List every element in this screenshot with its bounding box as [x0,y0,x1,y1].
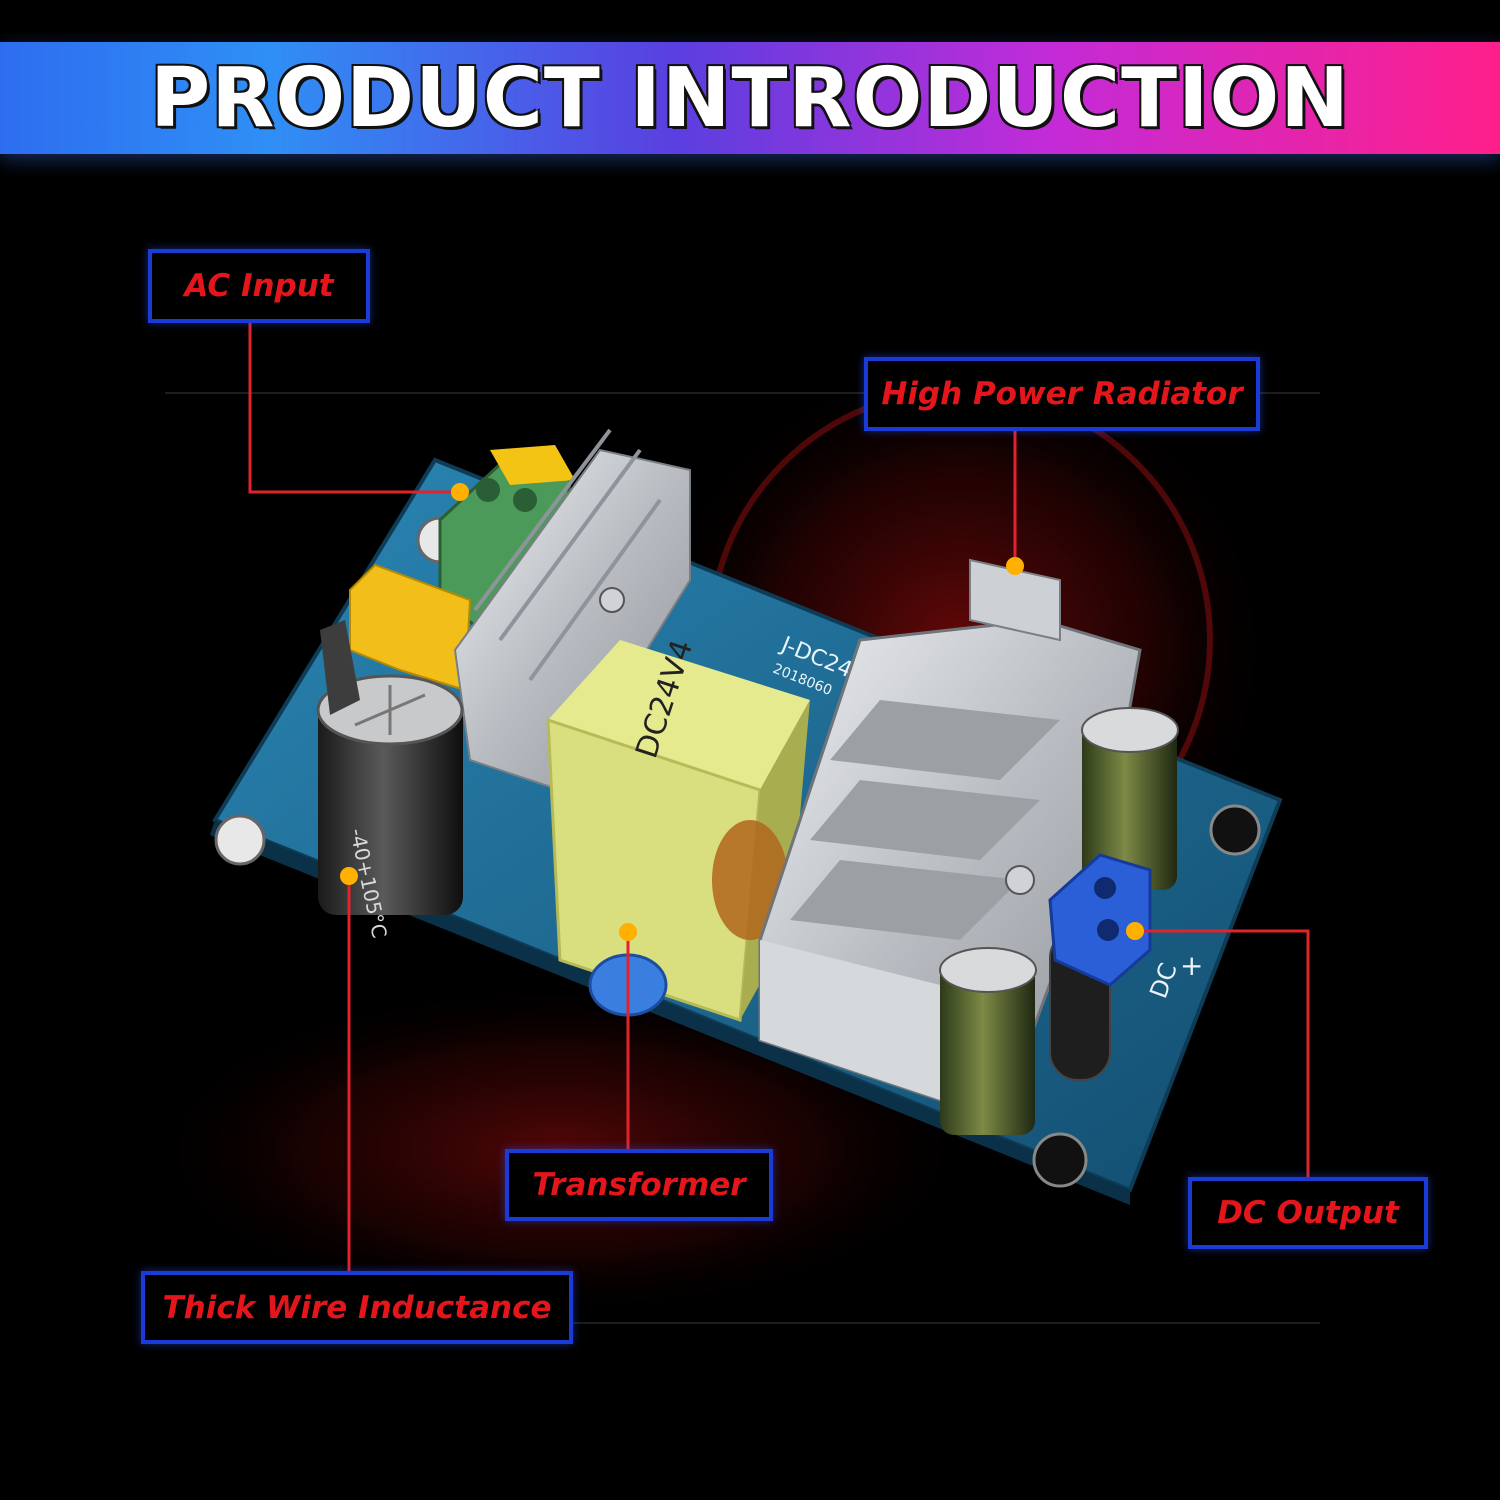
callout-transformer: Transformer [505,1149,773,1221]
transformer-body: DC24V4 [546,636,810,1023]
callout-high-power-radiator: High Power Radiator [864,357,1260,431]
dc-terminal-block [1048,853,1152,987]
marker-dot-dc-output [1126,922,1144,940]
ac-terminal-top [490,445,575,485]
mounting-hole [214,814,266,866]
bulk-capacitor: -40+105°C [316,674,464,940]
marker-dot-inductance [340,867,358,885]
callout-thick-wire-inductance: Thick Wire Inductance [141,1271,573,1344]
marker-dot-radiator [1006,557,1024,575]
small-heatsink [453,428,691,792]
page-title: PRODUCT INTRODUCTION [150,50,1350,146]
callout-dc-output: DC Output [1188,1177,1428,1249]
mounting-hole [1032,1132,1088,1188]
leader-dc-output [1135,929,1310,1178]
marker-dot-transformer [619,923,637,941]
title-banner [0,42,1500,154]
leader-ac-input [248,321,460,494]
marker-dots [340,483,1144,941]
terminal-screw [1094,877,1116,899]
leader-lines [248,321,1310,1273]
thermistor [320,620,360,715]
terminal-screw [513,488,537,512]
marker-dot-ac-input [451,483,469,501]
callout-ac-input: AC Input [148,249,370,323]
pcb-edge [210,820,1130,1205]
terminal-screw [1097,919,1119,941]
terminal-screw [476,478,500,502]
mounting-hole [1209,804,1261,856]
dc-plus-label: + [1180,949,1203,982]
output-capacitor [1081,707,1179,890]
output-capacitor [939,947,1037,1135]
